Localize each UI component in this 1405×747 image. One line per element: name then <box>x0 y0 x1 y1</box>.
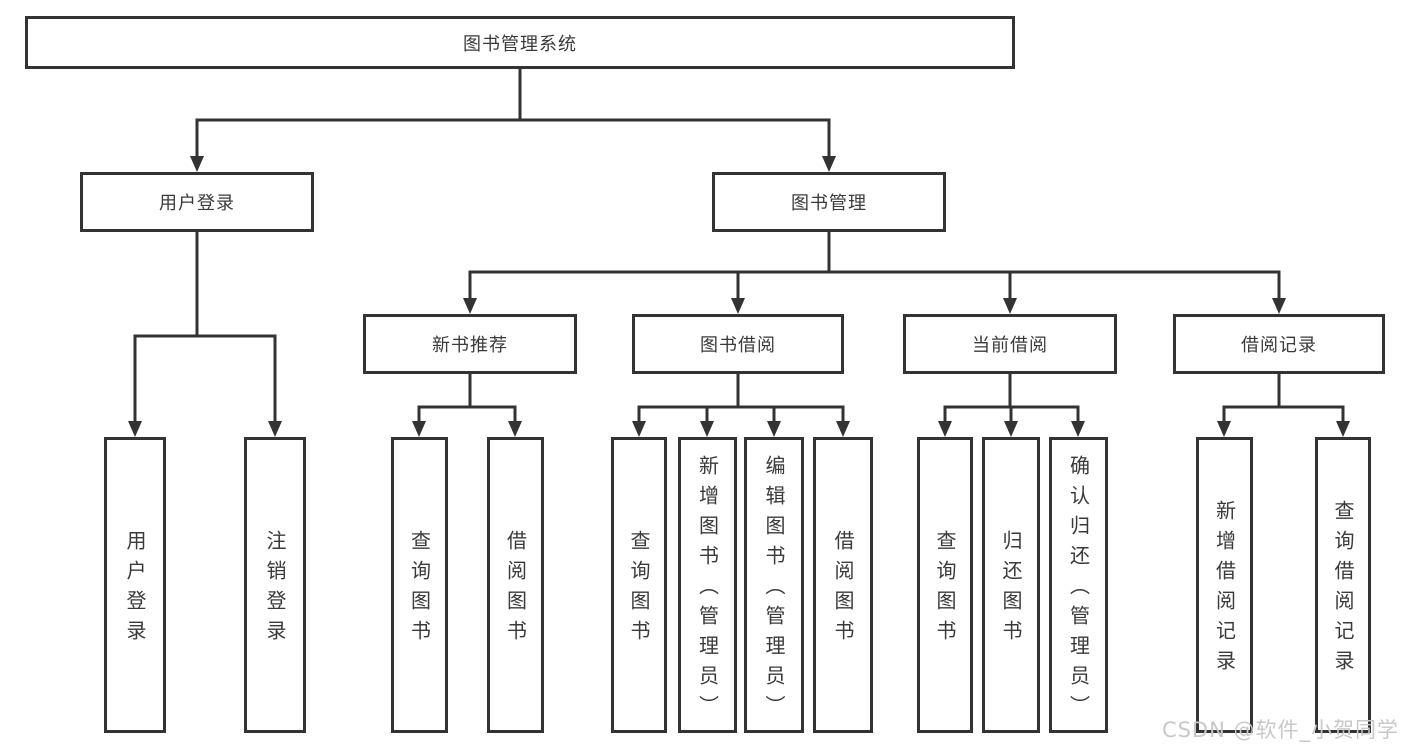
leaf-recommend-query-books: 查询图书 <box>391 437 448 733</box>
node-borrow-records-label: 借阅记录 <box>1241 335 1317 356</box>
leaf-logout-label: 注销登录 <box>263 530 287 650</box>
connector-book-borrow <box>632 374 850 437</box>
leaf-current-query-books-label: 查询图书 <box>933 530 957 650</box>
leaf-borrow-query-books: 查询图书 <box>611 437 667 733</box>
leaf-borrow-query-books-label: 查询图书 <box>627 530 651 650</box>
connector-new-book-recommend <box>412 374 522 437</box>
leaf-user-login: 用户登录 <box>104 437 166 733</box>
leaf-current-return-books: 归还图书 <box>982 437 1040 733</box>
node-book-borrow: 图书借阅 <box>632 314 844 374</box>
node-current-borrow-label: 当前借阅 <box>972 335 1048 356</box>
leaf-borrow-borrow-books: 借阅图书 <box>813 437 873 733</box>
node-book-borrow-label: 图书借阅 <box>700 335 776 356</box>
node-book-management-label: 图书管理 <box>791 193 867 214</box>
node-root-label: 图书管理系统 <box>463 33 577 55</box>
leaf-recommend-borrow-books-label: 借阅图书 <box>503 530 528 650</box>
leaf-borrow-add-books: 新增图书（管理员） <box>678 437 737 733</box>
leaf-borrow-edit-books-label: 编辑图书（管理员） <box>762 455 786 725</box>
leaf-logout: 注销登录 <box>244 437 306 733</box>
node-user-login: 用户登录 <box>80 172 314 232</box>
node-current-borrow: 当前借阅 <box>903 314 1117 374</box>
connector-user-login <box>128 232 282 437</box>
node-new-book-recommend: 新书推荐 <box>363 314 577 374</box>
leaf-current-confirm-return-label: 确认归还（管理员） <box>1066 455 1091 725</box>
node-new-book-recommend-label: 新书推荐 <box>432 335 508 356</box>
leaf-current-query-books: 查询图书 <box>917 437 973 733</box>
leaf-recommend-borrow-books: 借阅图书 <box>487 437 544 733</box>
leaf-borrow-borrow-books-label: 借阅图书 <box>831 530 855 650</box>
connector-borrow-records <box>1217 374 1350 437</box>
leaf-current-confirm-return: 确认归还（管理员） <box>1049 437 1108 733</box>
leaf-borrow-add-books-label: 新增图书（管理员） <box>695 455 720 725</box>
leaf-current-return-books-label: 归还图书 <box>999 530 1023 650</box>
leaf-recommend-query-books-label: 查询图书 <box>407 530 432 650</box>
leaf-records-query-record-label: 查询借阅记录 <box>1331 500 1355 680</box>
leaf-user-login-label: 用户登录 <box>123 530 147 650</box>
leaf-records-add-record: 新增借阅记录 <box>1196 437 1253 733</box>
leaf-borrow-edit-books: 编辑图书（管理员） <box>744 437 804 733</box>
leaf-records-add-record-label: 新增借阅记录 <box>1212 500 1237 680</box>
node-user-login-label: 用户登录 <box>159 193 235 214</box>
node-book-management: 图书管理 <box>712 172 946 232</box>
node-root: 图书管理系统 <box>25 16 1015 69</box>
connector-current-borrow <box>938 374 1085 437</box>
connector-root <box>190 69 836 172</box>
leaf-records-query-record: 查询借阅记录 <box>1315 437 1371 733</box>
connector-book-management <box>463 232 1286 314</box>
node-borrow-records: 借阅记录 <box>1173 314 1385 374</box>
